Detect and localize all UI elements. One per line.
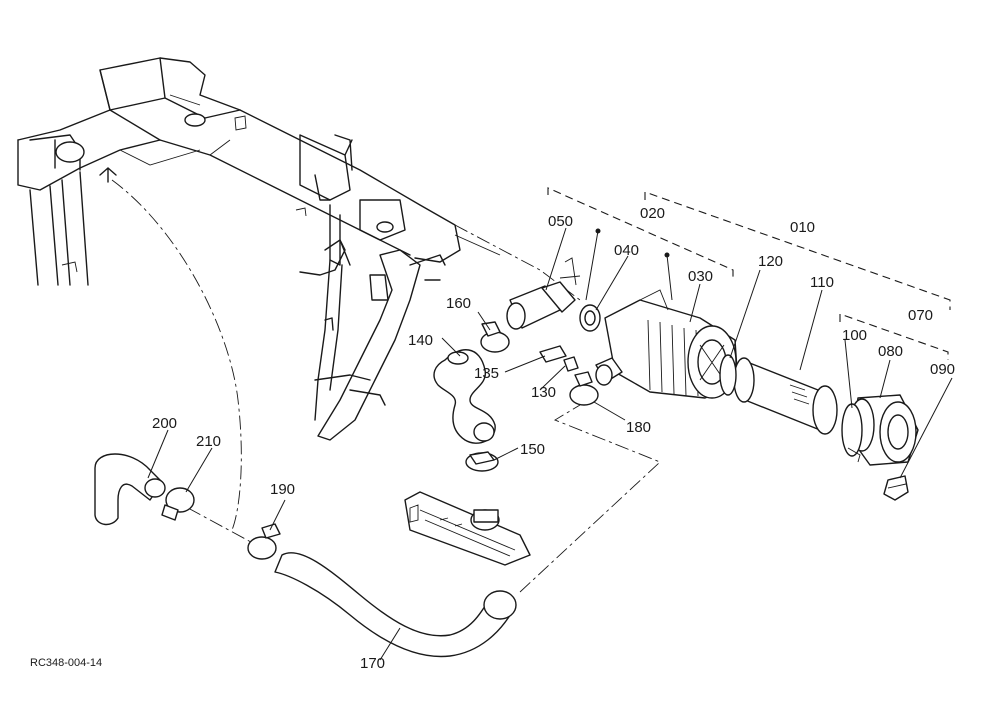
inner-element-120	[719, 354, 737, 396]
bolt-130	[563, 356, 579, 372]
callout-050: 050	[548, 213, 573, 230]
bracket-070	[839, 313, 949, 360]
callout-200: 200	[152, 415, 177, 432]
callout-010: 010	[790, 219, 815, 236]
valve-090	[883, 475, 909, 501]
bracket-020	[547, 187, 734, 280]
callout-160: 160	[446, 295, 471, 312]
bracket-135	[539, 345, 567, 363]
radiator-fragment	[404, 491, 531, 566]
clamp-150	[465, 451, 499, 472]
hose-200	[94, 453, 166, 526]
frame-assembly	[17, 57, 501, 441]
callout-090: 090	[930, 361, 955, 378]
bracket-010	[644, 191, 951, 310]
routing-line-190	[111, 179, 242, 531]
clamp-180	[569, 371, 599, 406]
ring-040	[579, 304, 601, 332]
callout-080: 080	[878, 343, 903, 360]
callout-070: 070	[908, 307, 933, 324]
callout-110: 110	[810, 274, 834, 291]
callout-020: 020	[640, 205, 665, 222]
callout-190: 190	[270, 481, 295, 498]
clamp-100	[841, 403, 863, 463]
clamp-210	[161, 487, 195, 521]
filter-element-110	[733, 357, 838, 435]
routing-line-170	[519, 404, 661, 593]
callout-030: 030	[688, 268, 713, 285]
callout-210: 210	[196, 433, 221, 450]
callout-180: 180	[626, 419, 651, 436]
callout-100: 100	[842, 327, 867, 344]
callout-150: 150	[520, 441, 545, 458]
clamp-160	[480, 321, 510, 353]
drawing-code: RC348-004-14	[30, 657, 102, 669]
callout-135: 135	[474, 365, 499, 382]
hose-050	[506, 257, 581, 330]
callout-170: 170	[360, 655, 385, 672]
clamp-190	[247, 523, 281, 560]
callout-040: 040	[614, 242, 639, 259]
callout-120: 120	[758, 253, 783, 270]
air-cleaner-body-030	[585, 228, 739, 399]
routing-line-210	[187, 507, 263, 549]
hose-140	[433, 349, 496, 444]
hose-170	[274, 552, 517, 658]
leader-lines	[147, 227, 953, 661]
callout-130: 130	[531, 384, 556, 401]
callout-140: 140	[408, 332, 433, 349]
